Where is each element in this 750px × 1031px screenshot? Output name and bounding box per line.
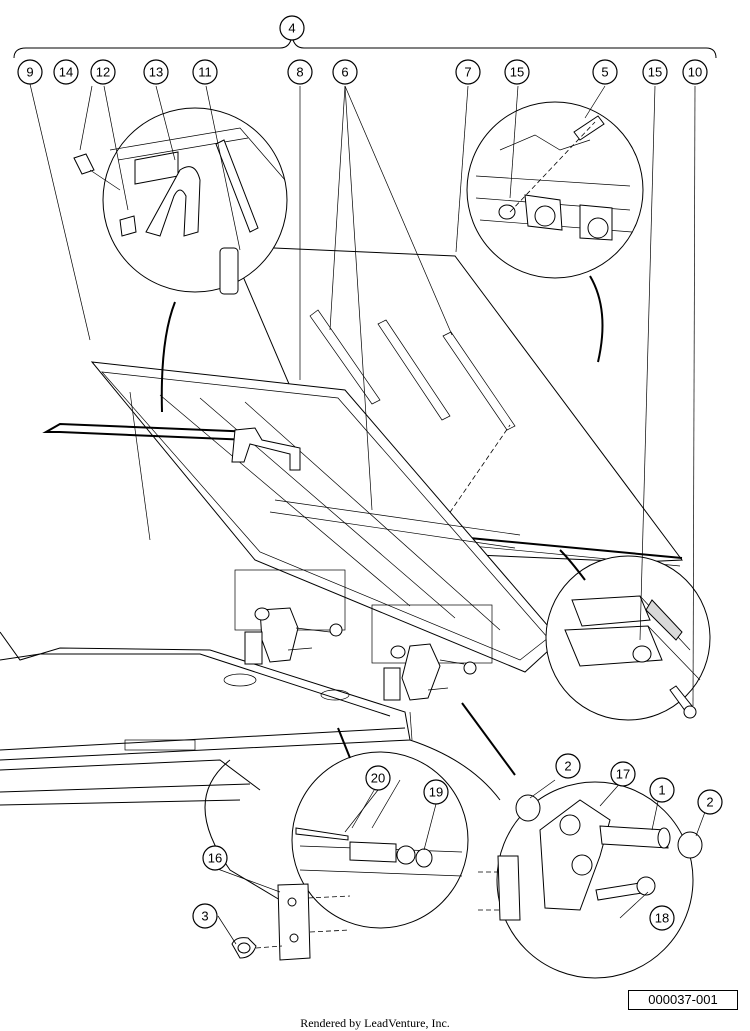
svg-text:9: 9: [26, 65, 33, 80]
callout-2-right: 2: [697, 789, 723, 815]
svg-text:6: 6: [341, 65, 348, 80]
svg-text:4: 4: [288, 21, 295, 36]
callout-10: 10: [682, 59, 708, 85]
callout-3: 3: [192, 903, 218, 929]
svg-text:8: 8: [296, 65, 303, 80]
svg-text:13: 13: [149, 65, 163, 80]
callout-15-right: 15: [642, 59, 668, 85]
callout-13: 13: [143, 59, 169, 85]
callout-11: 11: [192, 59, 218, 85]
svg-text:15: 15: [510, 65, 524, 80]
callout-7: 7: [455, 59, 481, 85]
callout-9: 9: [17, 59, 43, 85]
detail-latch: [73, 107, 288, 413]
svg-text:5: 5: [601, 65, 608, 80]
svg-text:20: 20: [371, 771, 385, 786]
callout-4: 4: [279, 15, 305, 41]
callout-5: 5: [592, 59, 618, 85]
callout-2-left: 2: [555, 753, 581, 779]
callout-17: 17: [610, 761, 636, 787]
callout-8: 8: [287, 59, 313, 85]
svg-text:17: 17: [616, 767, 630, 782]
callout-19: 19: [423, 779, 449, 805]
hinge-plate-and-nut: [231, 883, 351, 961]
render-credit: Rendered by LeadVenture, Inc.: [300, 1016, 450, 1030]
cargo-bed: [0, 631, 501, 901]
svg-text:18: 18: [655, 911, 669, 926]
callout-12: 12: [90, 59, 116, 85]
svg-text:3: 3: [201, 909, 208, 924]
callout-20: 20: [365, 765, 391, 791]
svg-text:10: 10: [688, 65, 702, 80]
exploded-parts-diagram: 4 9 14 12 13 11 8 6 7 15 5 15 10 2 17 1 …: [0, 15, 723, 979]
drawing-number: 000037-001: [628, 990, 738, 1010]
hinge-assembly: [234, 569, 493, 701]
svg-text:2: 2: [564, 759, 571, 774]
svg-text:1: 1: [658, 783, 665, 798]
svg-text:11: 11: [198, 65, 212, 80]
callout-1: 1: [649, 777, 675, 803]
detail-hinge-pin: [291, 727, 469, 929]
svg-text:7: 7: [464, 65, 471, 80]
callout-14: 14: [53, 59, 79, 85]
callout-6: 6: [332, 59, 358, 85]
detail-panel-hinge: [466, 101, 644, 363]
tailgate-frame: [42, 361, 561, 673]
leader-lines: [29, 83, 709, 945]
callout-18: 18: [649, 905, 675, 931]
svg-text:19: 19: [429, 785, 443, 800]
detail-hinge-block: [461, 702, 703, 979]
svg-text:15: 15: [648, 65, 662, 80]
callout-16: 16: [202, 845, 228, 871]
svg-text:2: 2: [706, 795, 713, 810]
detail-edge-bolt: [545, 549, 711, 721]
svg-text:14: 14: [59, 65, 73, 80]
assembly-bracket: [13, 35, 717, 59]
svg-text:16: 16: [208, 851, 222, 866]
callout-15-top: 15: [504, 59, 530, 85]
svg-text:12: 12: [96, 65, 110, 80]
